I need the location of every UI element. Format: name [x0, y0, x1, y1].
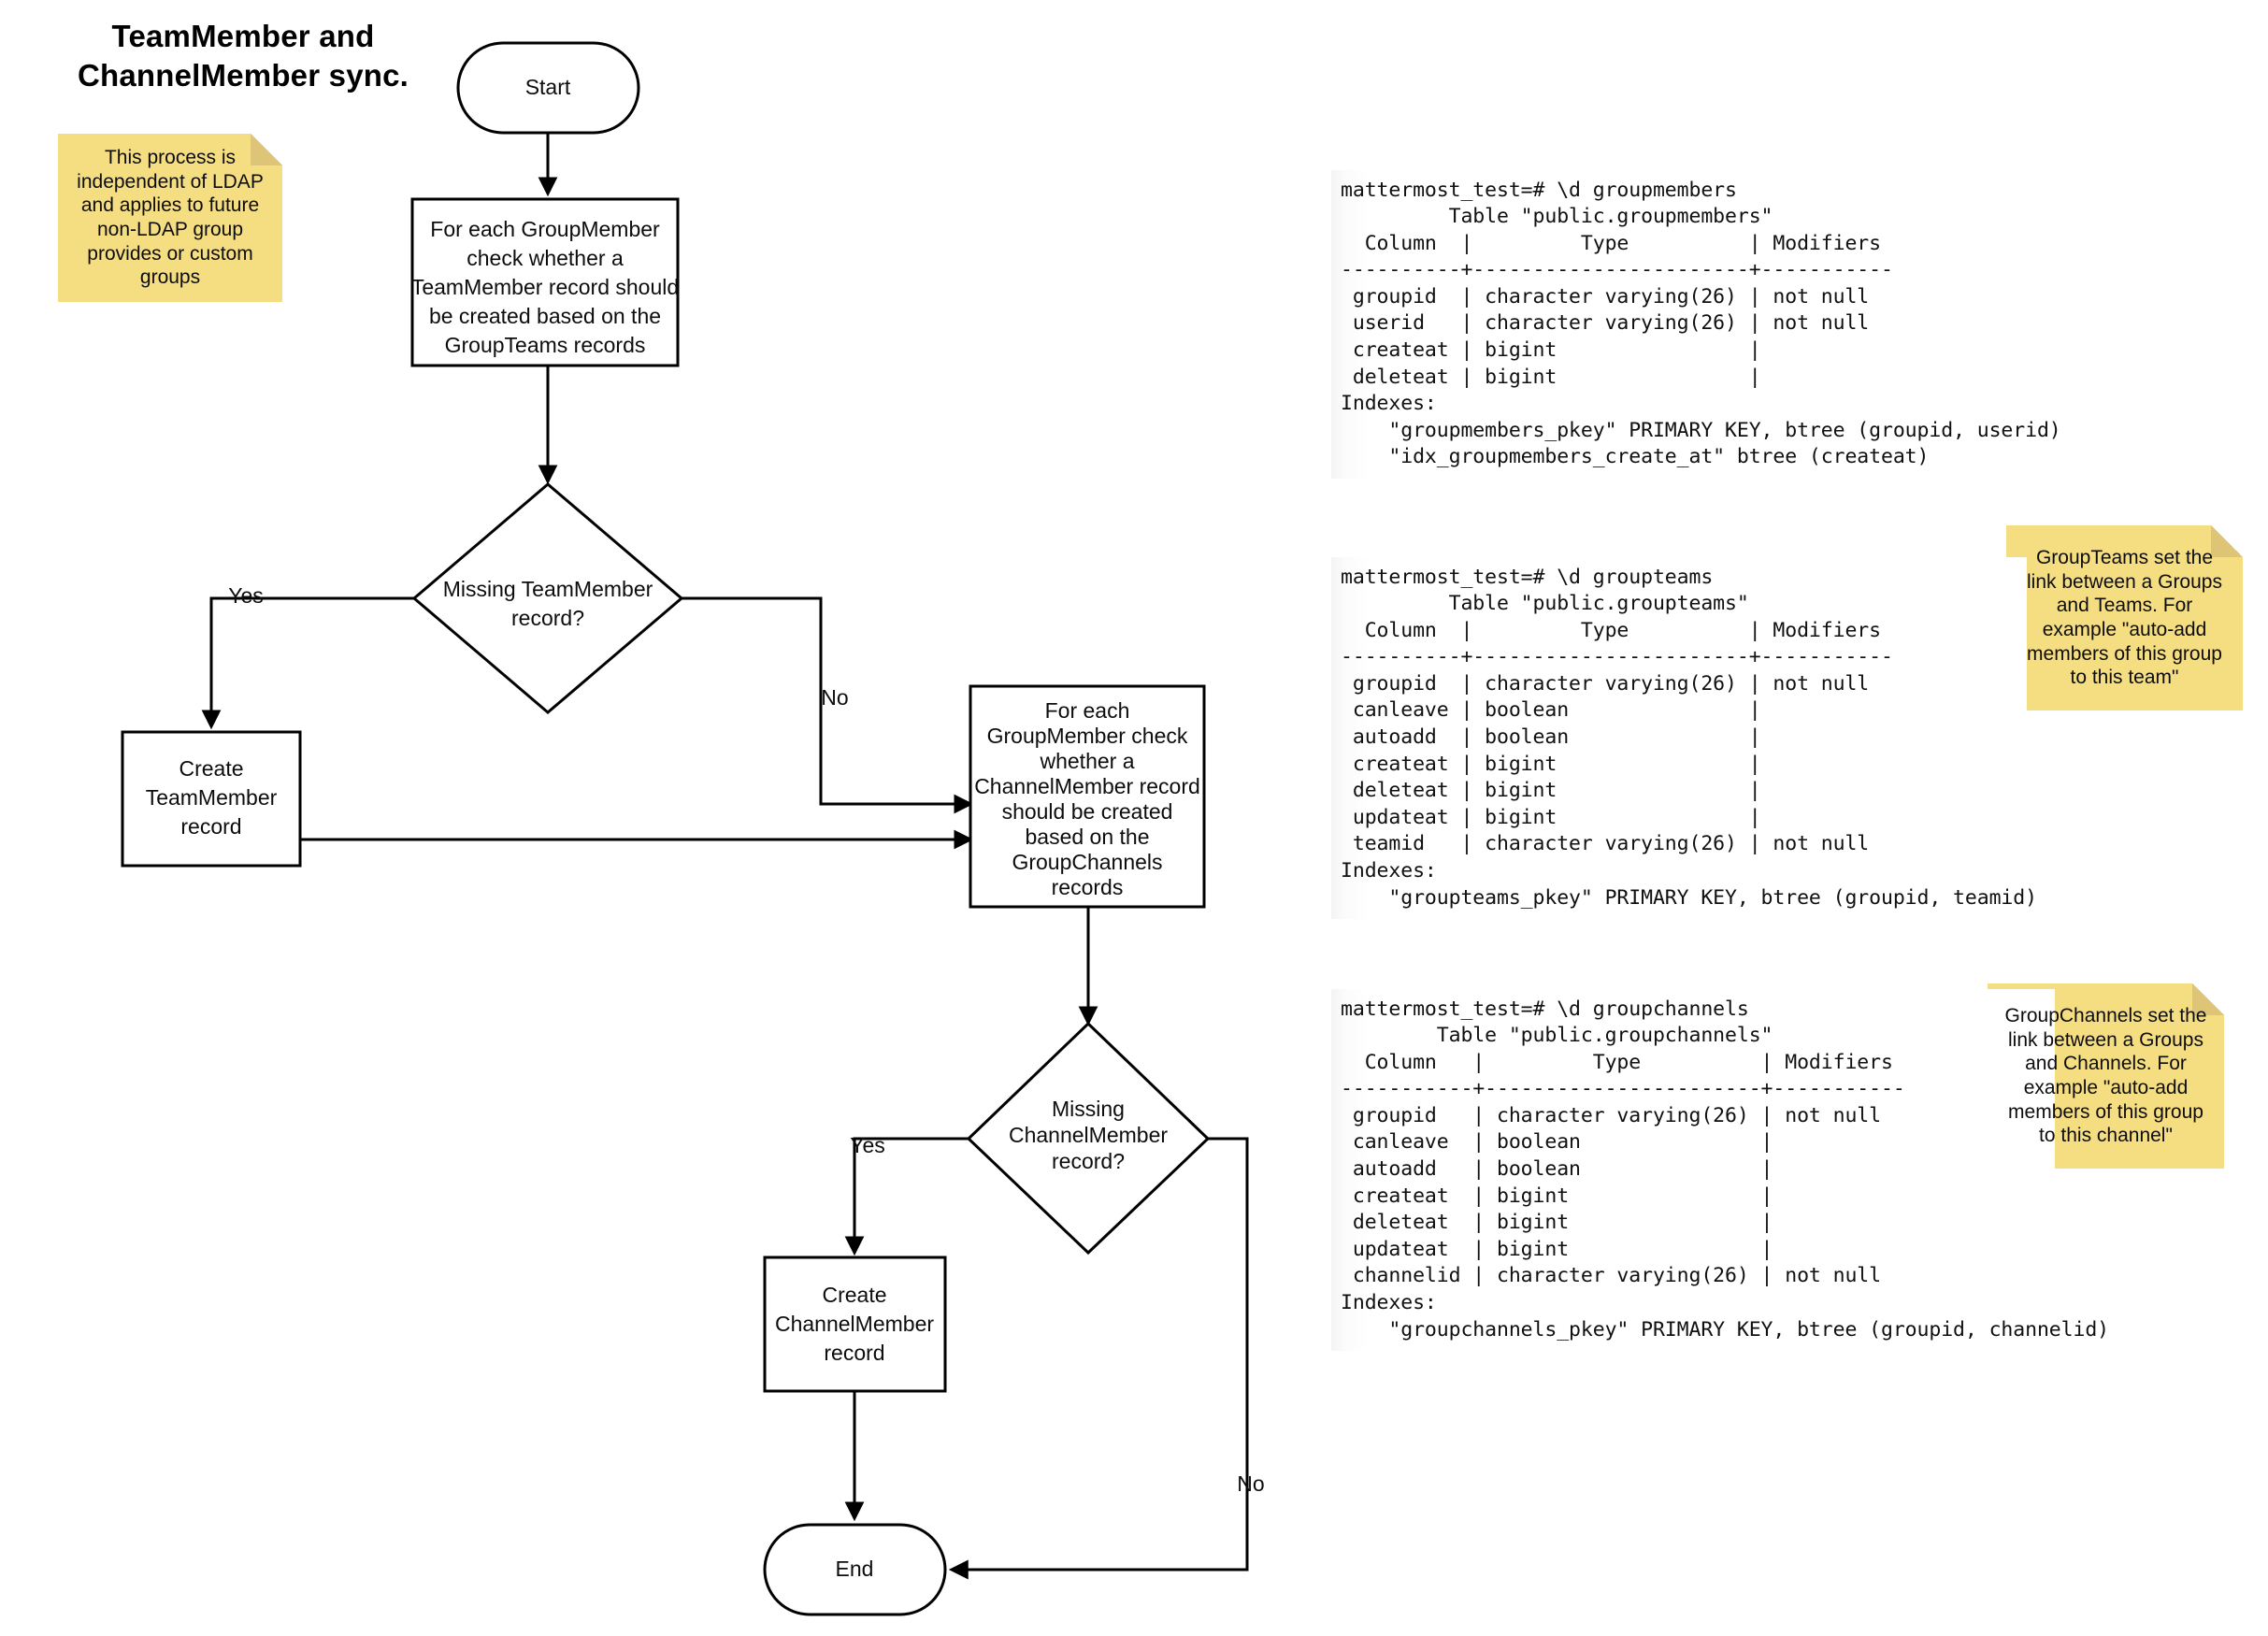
- node-check-channelmember-line-7: records: [1052, 875, 1124, 899]
- edge-label-channelmember-no: No: [1237, 1471, 1264, 1496]
- node-check-teammember-line-1: check whether a: [467, 246, 624, 270]
- flowchart: Start For each GroupMember check whether…: [121, 41, 1265, 1616]
- terminal-output-groupmembers: mattermost_test=# \d groupmembers Table …: [1331, 169, 2061, 480]
- node-create-channelmember-line-1: ChannelMember: [775, 1312, 934, 1336]
- sticky-note-ldap-text: This process is independent of LDAP and …: [77, 147, 264, 289]
- node-create-teammember-line-1: TeamMember: [146, 785, 278, 810]
- page-title: TeamMember and ChannelMember sync.: [77, 19, 409, 93]
- node-check-channelmember-line-5: based on the: [1025, 825, 1149, 849]
- edge-decision-teammember-yes: [201, 596, 414, 730]
- node-check-teammember-line-2: TeamMember record should: [411, 275, 679, 299]
- node-decision-channelmember[interactable]: Missing ChannelMember record?: [966, 1021, 1211, 1256]
- edge-label-channelmember-yes: Yes: [850, 1133, 885, 1157]
- node-check-teammember-line-0: For each GroupMember: [430, 217, 660, 241]
- node-check-channelmember[interactable]: For each GroupMember check whether a Cha…: [969, 684, 1206, 909]
- edge-label-teammember-no: No: [821, 685, 848, 710]
- node-check-channelmember-line-1: GroupMember check: [987, 724, 1188, 748]
- note-fold-corner-icon: [2211, 525, 2243, 557]
- node-check-teammember-line-4: GroupTeams records: [445, 333, 646, 357]
- node-create-channelmember-line-2: record: [824, 1341, 884, 1365]
- terminal-output-groupteams: mattermost_test=# \d groupteams Table "p…: [1331, 556, 2037, 920]
- node-create-channelmember-line-0: Create: [822, 1283, 886, 1307]
- terminal-output-groupchannels: mattermost_test=# \d groupchannels Table…: [1331, 988, 2109, 1352]
- edge-decision-channelmember-no: [948, 1137, 1249, 1580]
- node-decision-teammember-line-0: Missing TeamMember: [443, 577, 653, 601]
- edge-label-teammember-yes: Yes: [228, 583, 264, 608]
- note-fold-corner-icon: [251, 134, 282, 165]
- sticky-note-groupchannels-text: GroupChannels set the link between a Gro…: [2004, 1005, 2207, 1147]
- sticky-note-ldap: This process is independent of LDAP and …: [58, 134, 282, 302]
- node-create-channelmember[interactable]: Create ChannelMember record: [763, 1256, 947, 1393]
- node-decision-teammember[interactable]: Missing TeamMember record?: [411, 482, 684, 714]
- node-decision-channelmember-line-0: Missing: [1052, 1097, 1125, 1121]
- node-check-channelmember-line-4: should be created: [1002, 799, 1173, 824]
- node-check-teammember-line-3: be created based on the: [429, 304, 661, 328]
- node-decision-channelmember-line-2: record?: [1052, 1149, 1125, 1173]
- edge-decision-teammember-no: [682, 596, 974, 814]
- node-create-teammember[interactable]: Create TeamMember record: [121, 730, 302, 868]
- node-end[interactable]: End: [763, 1523, 947, 1616]
- node-create-teammember-line-0: Create: [179, 756, 243, 781]
- sticky-note-groupteams: GroupTeams set the link between a Groups…: [2006, 525, 2243, 710]
- sticky-note-groupchannels: GroupChannels set the link between a Gro…: [1988, 983, 2224, 1169]
- note-fold-corner-icon: [2192, 983, 2224, 1015]
- node-check-channelmember-line-0: For each: [1045, 698, 1130, 723]
- edge-decision-channelmember-yes: [844, 1137, 969, 1256]
- node-start[interactable]: Start: [456, 41, 640, 135]
- node-check-channelmember-line-6: GroupChannels: [1012, 850, 1162, 874]
- node-end-label: End: [836, 1557, 874, 1581]
- node-create-teammember-line-2: record: [180, 814, 241, 839]
- node-decision-teammember-line-1: record?: [511, 606, 584, 630]
- node-check-channelmember-line-2: whether a: [1039, 749, 1134, 773]
- node-start-label: Start: [525, 75, 571, 99]
- node-check-channelmember-line-3: ChannelMember record: [974, 774, 1200, 798]
- node-decision-channelmember-line-1: ChannelMember: [1009, 1123, 1168, 1147]
- node-check-teammember[interactable]: For each GroupMember check whether a Tea…: [410, 197, 680, 367]
- sticky-note-groupteams-text: GroupTeams set the link between a Groups…: [2027, 547, 2222, 689]
